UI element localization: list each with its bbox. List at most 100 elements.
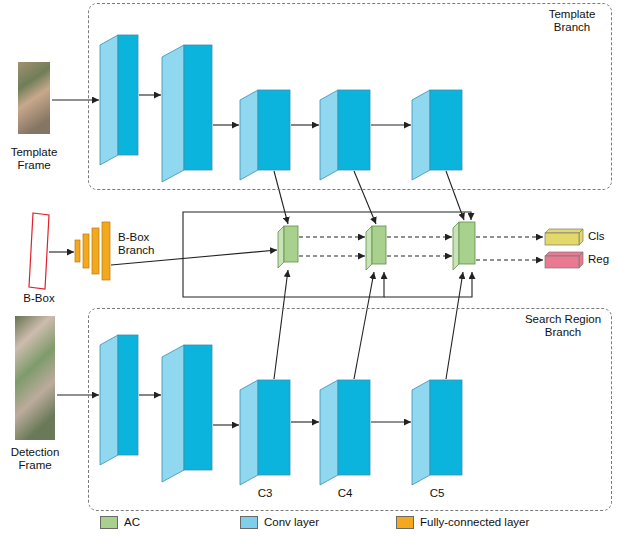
arrow xyxy=(213,424,239,425)
conv-layer-front xyxy=(258,380,290,475)
conv-layer xyxy=(184,345,212,470)
conv-layer-shape xyxy=(320,380,370,485)
fc-layer xyxy=(75,240,80,262)
layer-arrow xyxy=(371,421,411,422)
arrow xyxy=(57,394,99,395)
arrow xyxy=(354,272,374,379)
conv-layer-side xyxy=(240,380,258,485)
dashed-arrow xyxy=(299,255,365,256)
conv-layer-side xyxy=(320,380,338,485)
output-block-top xyxy=(545,252,583,256)
bbox-outline xyxy=(29,213,49,289)
bbox-input: B-Box xyxy=(28,212,50,290)
bbox-loop-line xyxy=(183,212,471,262)
arrow xyxy=(274,270,288,379)
ac-block xyxy=(459,222,475,264)
node-label: B-Box xyxy=(23,292,54,305)
group-heading: Template Branch xyxy=(539,8,605,34)
legend-swatch xyxy=(396,516,414,529)
dashed-arrow xyxy=(476,236,543,237)
conv-layer-front xyxy=(338,380,370,475)
conv-layer: C5 xyxy=(412,380,462,485)
ac-block xyxy=(372,226,386,264)
arrow xyxy=(291,124,319,125)
arrow xyxy=(446,171,464,220)
conv-layer xyxy=(338,90,370,170)
output-block-side xyxy=(579,229,583,245)
output-block-top xyxy=(545,229,583,233)
output-head: Reg xyxy=(545,252,583,268)
dashed-arrow xyxy=(387,236,452,237)
layer-arrow xyxy=(291,421,319,422)
ac-block xyxy=(278,226,284,268)
arrow xyxy=(49,251,74,252)
branch-group: Template Branch xyxy=(88,3,612,190)
conv-layer xyxy=(100,335,118,465)
conv-layer: C3 xyxy=(240,380,290,485)
conv-layer xyxy=(162,345,184,482)
legend-swatch xyxy=(100,516,118,529)
arrow xyxy=(371,124,411,125)
legend-swatch xyxy=(240,516,258,529)
fc-layer xyxy=(102,222,110,280)
conv-layer xyxy=(118,335,138,455)
arrow xyxy=(354,171,376,224)
output-head: Cls xyxy=(545,229,583,245)
output-block-shape xyxy=(545,229,583,245)
branch-group: Search Region BranchC3C4C5 xyxy=(88,308,612,511)
legend-text: Conv layer xyxy=(264,516,319,529)
arrow xyxy=(52,99,99,100)
conv-layer xyxy=(430,90,462,170)
conv-layer xyxy=(100,35,118,165)
conv-layer xyxy=(240,90,258,180)
conv-layer xyxy=(162,45,184,182)
arrow xyxy=(139,94,161,95)
output-block-side xyxy=(579,252,583,268)
conv-layer-shape xyxy=(412,380,462,485)
conv-layer: C4 xyxy=(320,380,370,485)
output-block-front xyxy=(545,256,579,268)
detection-frame-image xyxy=(15,316,55,440)
bbox-loop-line xyxy=(183,262,384,297)
fc-layer xyxy=(92,228,99,274)
fc-layer xyxy=(83,234,89,268)
group-heading: Search Region Branch xyxy=(521,313,605,339)
legend-item: Fully-connected layer xyxy=(396,516,529,529)
conv-layer xyxy=(258,90,290,170)
node-label: Reg xyxy=(588,253,609,266)
text-label: Template Frame xyxy=(4,146,64,172)
legend-item: Conv layer xyxy=(240,516,319,529)
conv-layer-shape xyxy=(240,380,290,485)
arrow xyxy=(446,272,463,379)
legend-item: AC xyxy=(100,516,140,529)
conv-layer xyxy=(118,35,138,155)
conv-layer xyxy=(184,45,212,170)
ac-block xyxy=(366,226,372,270)
dashed-arrow xyxy=(299,236,365,237)
node-label: C4 xyxy=(338,487,353,500)
node-label: Cls xyxy=(588,230,605,243)
arrow xyxy=(139,394,161,395)
output-block-shape xyxy=(545,252,583,268)
dashed-arrow xyxy=(476,259,543,260)
arrow xyxy=(213,124,239,125)
conv-layer-side xyxy=(412,380,430,485)
legend-text: AC xyxy=(124,516,140,529)
legend-text: Fully-connected layer xyxy=(420,516,529,529)
template-frame-image xyxy=(18,62,50,134)
dashed-arrow xyxy=(387,255,452,256)
ac-block xyxy=(453,222,459,270)
node-label: C5 xyxy=(430,487,445,500)
output-block-front xyxy=(545,233,579,245)
bbox-loop-line xyxy=(384,272,472,297)
conv-layer-front xyxy=(430,380,462,475)
text-label: B-Box Branch xyxy=(118,231,174,257)
bbox-shape xyxy=(28,212,50,290)
node-label: C3 xyxy=(258,487,273,500)
conv-layer xyxy=(412,90,430,180)
arrow xyxy=(274,171,288,224)
conv-layer xyxy=(320,90,338,180)
